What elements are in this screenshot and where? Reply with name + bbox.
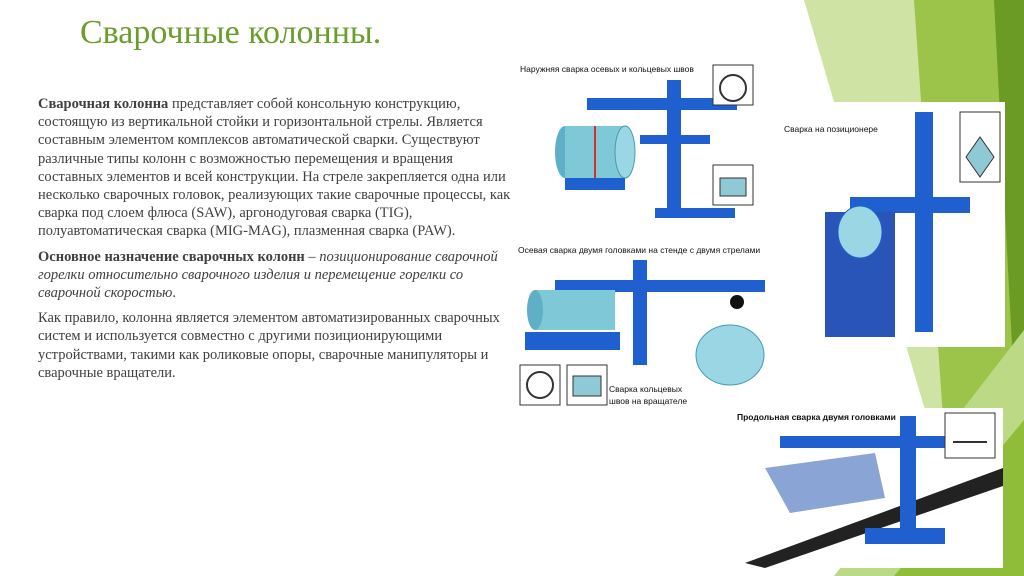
- paragraph-2: Основное назначение сварочных колонн – п…: [38, 248, 518, 303]
- figure-2-caption: Сварка на позиционере: [784, 124, 878, 134]
- figure-positioner-welding: Сварка на позиционере: [780, 102, 1005, 347]
- paragraph-1: Сварочная колонна представляет собой кон…: [38, 95, 518, 241]
- figure-3-caption-2-line-2: швов на вращателе: [609, 396, 688, 406]
- column-boom-illustration-4: [745, 412, 1003, 568]
- paragraph-2-lead: Основное назначение сварочных колонн: [38, 248, 305, 265]
- body-text: Сварочная колонна представляет собой кон…: [38, 95, 518, 389]
- column-boom-illustration-3: [519, 260, 765, 406]
- paragraph-1-lead: Сварочная колонна: [38, 96, 169, 112]
- paragraph-3: Как правило, колонна является элементом …: [38, 310, 500, 381]
- figure-4-caption: Продольная сварка двумя головками: [737, 412, 896, 422]
- column-boom-illustration-2: [825, 111, 1001, 337]
- paragraph-1-rest: представляет собой консольную конструкци…: [38, 96, 511, 240]
- slide-title: Сварочные колонны.: [80, 14, 382, 51]
- figure-3-caption: Осевая сварка двумя головками на стенде …: [518, 245, 761, 255]
- figure-longitudinal-welding: Продольная сварка двумя головками: [735, 408, 1003, 568]
- figure-axial-welding: Осевая сварка двумя головками на стенде …: [515, 240, 785, 415]
- figure-3-caption-2-line-1: Сварка кольцевых: [609, 384, 683, 394]
- figure-1-caption: Наружняя сварка осевых и кольцевых швов: [520, 64, 694, 74]
- paragraph-2-end: .: [172, 285, 177, 302]
- figure-outer-welding: Наружняя сварка осевых и кольцевых швов: [515, 60, 780, 225]
- paragraph-2-italic: позиционирование сварочной горелки относ…: [38, 248, 498, 302]
- column-boom-illustration-1: [555, 64, 754, 218]
- paragraph-2-dash: –: [304, 248, 316, 265]
